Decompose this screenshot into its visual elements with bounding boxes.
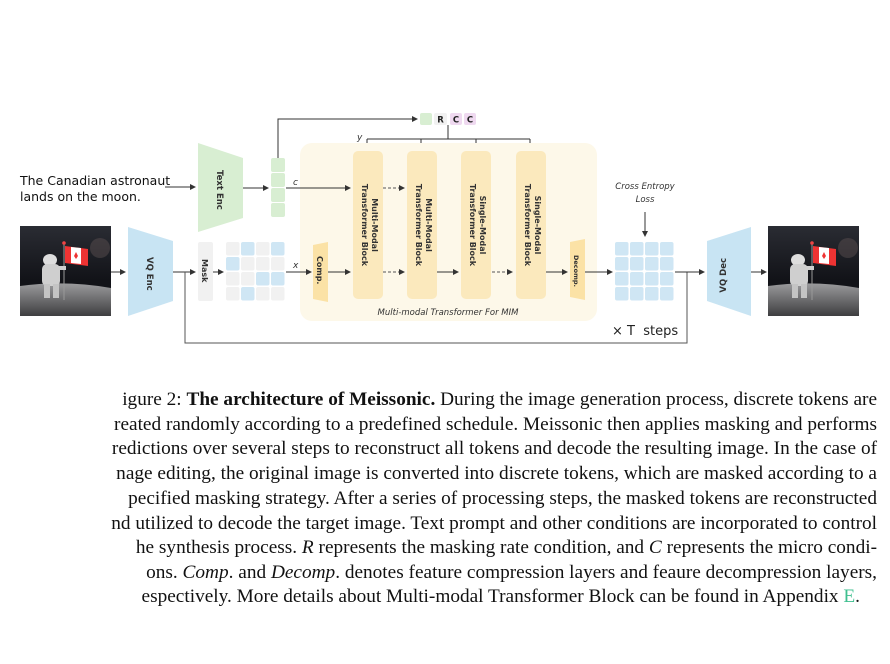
predicted-token-grid — [615, 242, 674, 301]
masked-token-grid — [226, 242, 285, 301]
transformer-region — [300, 143, 597, 321]
loop-line — [184, 272, 688, 344]
caption-line: pecified masking strategy. After a serie… — [128, 488, 877, 509]
caption-line: he synthesis process. R represents the m… — [135, 537, 877, 558]
token-cell — [660, 272, 674, 286]
transformer-block — [353, 151, 383, 299]
token-cell — [630, 272, 644, 286]
text-tokens — [271, 158, 285, 217]
transformer-label: Multi-modal Transformer For MIM — [378, 308, 520, 318]
decomp-label: Decomp. — [572, 255, 580, 287]
token-cell — [271, 257, 285, 271]
prompt-line: The Canadian astronaut — [19, 173, 170, 188]
transformer-block-label: Transformer Block — [523, 184, 532, 267]
token-cell — [226, 287, 240, 301]
token-cell — [241, 257, 255, 271]
rate-token — [434, 113, 447, 125]
vq-encoder-label: VQ Enc — [144, 257, 154, 291]
token-cell — [645, 287, 659, 301]
caption-line: nage editing, the original image is conv… — [116, 463, 877, 484]
vq-decoder — [707, 227, 751, 316]
transformer-block — [461, 151, 491, 299]
token-cell — [645, 242, 659, 256]
steps-label: × T steps — [612, 324, 678, 339]
token-cell — [256, 242, 270, 256]
caption-line: ons. Comp. and Decomp. denotes feature c… — [146, 562, 877, 583]
caption-line: redictions over several steps to reconst… — [111, 438, 877, 459]
token-cell — [271, 242, 285, 256]
text-encoder-label: Text Enc — [214, 170, 224, 210]
caption-title: The architecture of Meissonic. — [186, 389, 436, 410]
label-y: y — [356, 133, 363, 143]
transformer-block-label: Transformer Block — [414, 184, 423, 267]
token-cell — [660, 287, 674, 301]
micro-condition-label: C — [453, 116, 459, 126]
label-x: x — [292, 261, 299, 271]
transformer-block-label: Transformer Block — [468, 184, 477, 267]
token-cell — [241, 242, 255, 256]
token-cell — [226, 257, 240, 271]
token-cell — [660, 242, 674, 256]
token-cell — [271, 272, 285, 286]
comp-label: Comp. — [315, 256, 324, 284]
caption-line: reated randomly according to a predefine… — [114, 414, 877, 435]
token-cell — [615, 287, 629, 301]
caption-line: espectively. More details about Multi-mo… — [141, 586, 860, 607]
transformer-block — [516, 151, 546, 299]
micro-condition-token — [450, 113, 462, 125]
rate-token-label: R — [437, 116, 444, 126]
token-cell — [256, 287, 270, 301]
token-cell — [645, 257, 659, 271]
caption-line: nd utilized to decode the target image. … — [111, 513, 877, 534]
transformer-block-label: Single-Modal — [478, 196, 487, 255]
appendix-link[interactable]: E — [843, 586, 856, 607]
token-cell — [630, 287, 644, 301]
transformer-block-label: Multi-Modal — [424, 198, 433, 252]
transformer-block-label: Single-Modal — [533, 196, 542, 255]
output-image — [767, 225, 860, 317]
token-cell — [615, 272, 629, 286]
token-cell — [241, 287, 255, 301]
token-cell — [256, 257, 270, 271]
mask — [198, 242, 213, 301]
prompt-line: lands on the moon. — [20, 189, 141, 204]
micro-condition-label: C — [467, 116, 473, 126]
caption-line: igure 2: The architecture of Meissonic. … — [122, 389, 877, 410]
architecture-diagram: The Canadian astronaut lands on the moon… — [19, 113, 860, 344]
token-cell — [256, 272, 270, 286]
text-encoder — [198, 143, 243, 232]
decomp-layer — [570, 239, 585, 300]
token-cell — [241, 272, 255, 286]
token-cell — [645, 272, 659, 286]
comp-layer — [313, 242, 328, 302]
transformer-block — [407, 151, 437, 299]
input-image — [19, 225, 112, 317]
token-cell — [271, 287, 285, 301]
token-cell — [615, 257, 629, 271]
token-cell — [226, 272, 240, 286]
loss-label: Cross Entropy — [615, 182, 675, 192]
token-cell — [660, 257, 674, 271]
token-cell — [630, 242, 644, 256]
token-cell — [226, 242, 240, 256]
loss-label: Loss — [636, 195, 655, 205]
token-cell — [630, 257, 644, 271]
token-cell — [615, 242, 629, 256]
micro-condition-token — [464, 113, 476, 125]
transformer-block-label: Transformer Block — [360, 184, 369, 267]
transformer-block-label: Multi-Modal — [370, 198, 379, 252]
label-c: c — [293, 178, 298, 188]
vq-encoder — [128, 227, 173, 316]
vq-decoder-label: VQ Dec — [719, 258, 729, 293]
mask-label: Mask — [200, 259, 209, 283]
pooled-text-token — [420, 113, 432, 125]
